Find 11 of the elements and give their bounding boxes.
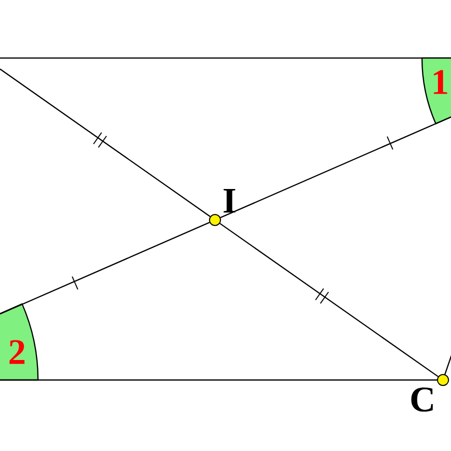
segment (220, 116, 451, 218)
point: I (209, 188, 236, 226)
angle-sector: 1 (421, 57, 451, 124)
segment (0, 68, 210, 218)
segment (220, 222, 438, 378)
segment (0, 222, 210, 315)
angle-sector: 2 (0, 303, 39, 381)
segment (0, 379, 437, 381)
node-label: C (411, 387, 433, 412)
node-label: I (224, 188, 236, 213)
point: C (411, 374, 449, 412)
